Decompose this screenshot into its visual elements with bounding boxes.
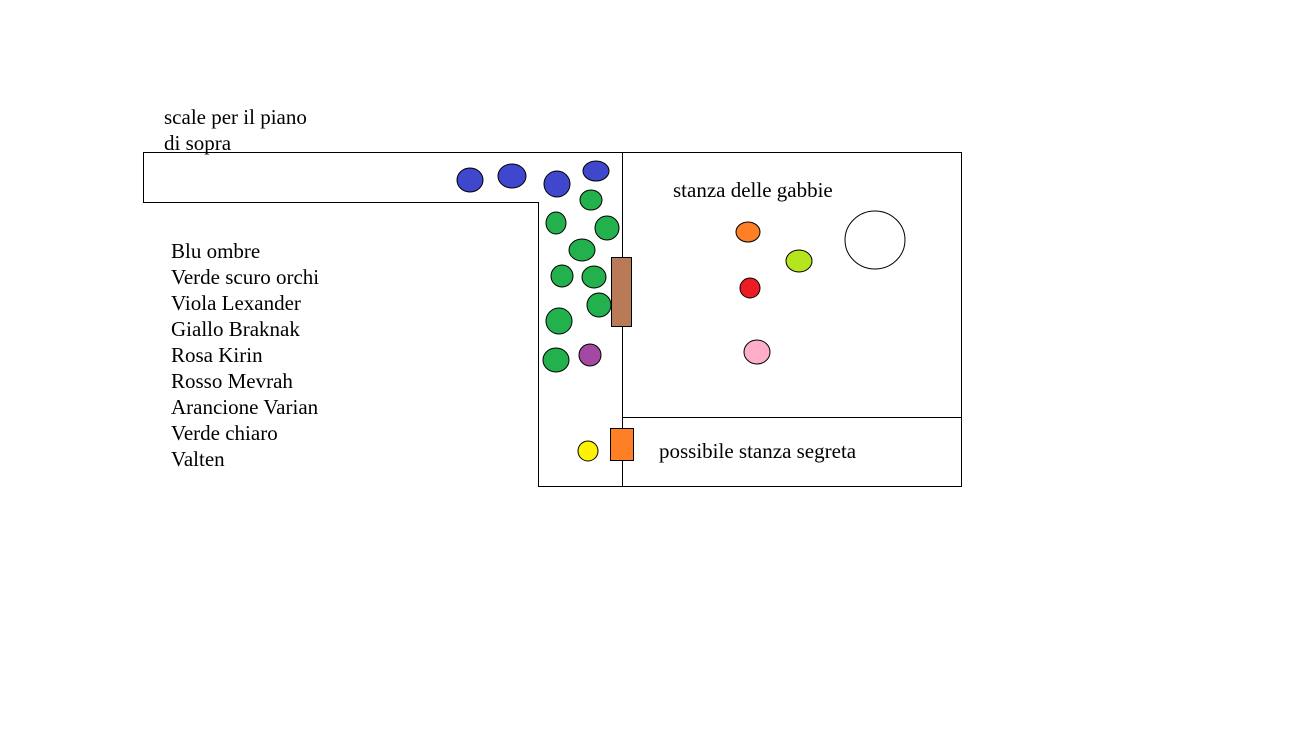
blue-token (497, 163, 527, 189)
legend-item: Viola Lexander (171, 291, 301, 315)
legend-item: Rosa Kirin (171, 343, 263, 367)
cage-room-label: stanza delle gabbie (673, 178, 833, 202)
brown-door (611, 257, 632, 327)
blue-token (543, 170, 571, 198)
blue-token (456, 167, 484, 193)
legend-item: Giallo Braknak (171, 317, 300, 341)
stairs-label-line1: scale per il piano (164, 105, 307, 129)
stairs-label: scale per il piano di sopra (164, 104, 307, 156)
legend-item: Blu ombre (171, 239, 261, 263)
dark-green-token (545, 211, 567, 235)
legend: Blu ombre Verde scuro orchi Viola Lexand… (171, 238, 319, 472)
light-green-token (785, 249, 813, 273)
dark-green-token (545, 307, 573, 335)
stairs-label-line2: di sopra (164, 131, 232, 155)
orange-token (735, 221, 761, 243)
dark-green-token (550, 264, 574, 288)
dark-green-token (579, 189, 603, 211)
dark-green-token (581, 265, 607, 289)
purple-token (578, 343, 602, 367)
cage-circle (844, 210, 906, 270)
pink-token (743, 339, 771, 365)
secret-room-label: possibile stanza segreta (659, 439, 857, 463)
dark-green-token (594, 215, 620, 241)
orange-door (610, 428, 634, 461)
dark-green-token (568, 238, 596, 262)
blue-token (582, 160, 610, 182)
legend-item: Verde scuro orchi (171, 265, 320, 289)
yellow-token (577, 440, 599, 462)
legend-item: Arancione Varian (171, 395, 319, 419)
dark-green-token (586, 292, 612, 318)
legend-item: Rosso Mevrah (171, 369, 293, 393)
dark-green-token (542, 347, 570, 373)
red-token (739, 277, 761, 299)
legend-item: Valten (171, 447, 225, 471)
legend-item: Verde chiaro (171, 421, 278, 445)
